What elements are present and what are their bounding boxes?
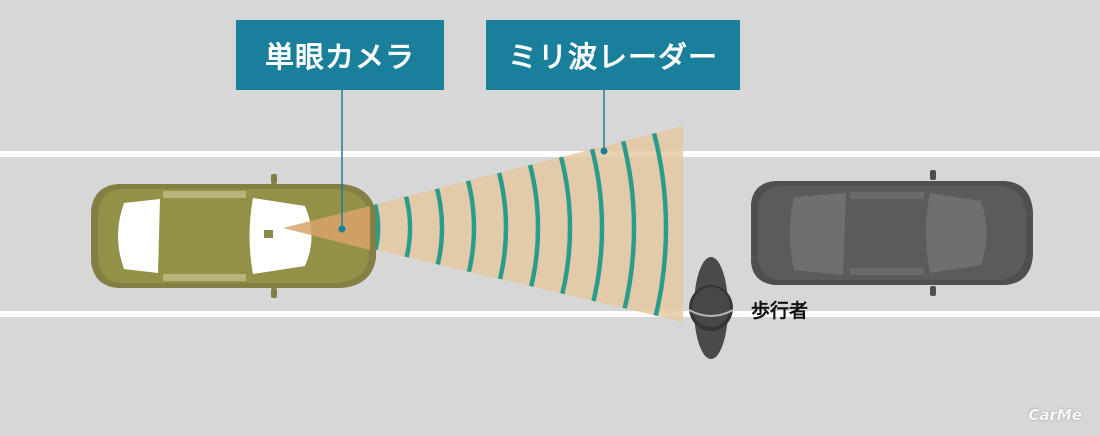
lane-line-upper — [0, 151, 1100, 157]
ego-car — [91, 174, 376, 298]
radar-wave-arc — [647, 126, 669, 322]
radar-wave-arc — [524, 151, 541, 305]
camera-label: 単眼カメラ — [236, 20, 444, 90]
radar-wave-arc — [585, 132, 605, 322]
radar-label: ミリ波レーダー — [486, 20, 740, 90]
lane-line-lower — [0, 311, 1100, 317]
watermark-logo: CarMe — [1028, 406, 1082, 424]
camera-view — [283, 206, 370, 250]
radar-wave-arc — [616, 126, 637, 322]
radar-marker — [600, 147, 608, 155]
pedestrian-figure — [688, 257, 734, 359]
pedestrian-label: 歩行者 — [751, 300, 809, 322]
detected-car — [751, 170, 1033, 296]
radar-wave-arc — [555, 141, 573, 315]
radar-cone — [283, 126, 683, 322]
camera-marker — [338, 225, 346, 233]
